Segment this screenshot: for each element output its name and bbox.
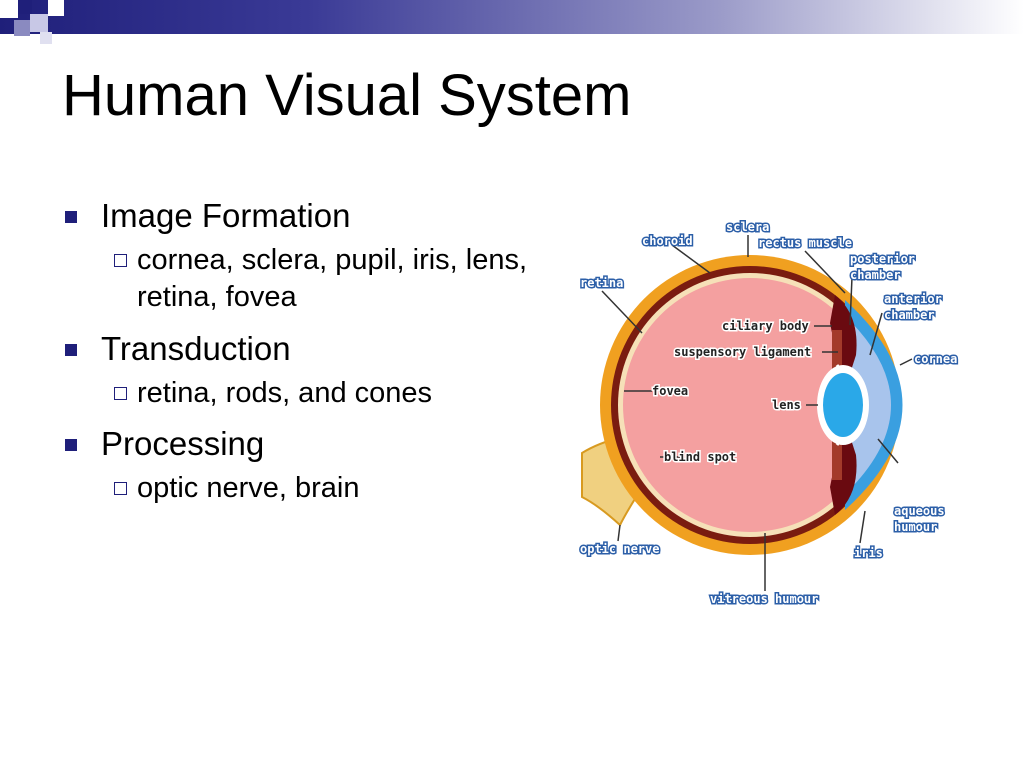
square-bullet-icon	[65, 343, 77, 356]
vitreous-humour-shape	[623, 278, 877, 532]
sub-bullet-text: cornea, sclera, pupil, iris, lens, retin…	[137, 243, 528, 314]
label-lens: lens	[772, 398, 801, 412]
title-bar-gradient	[0, 0, 1024, 34]
iris-lower-shape	[830, 430, 857, 515]
corner-squares-decoration	[0, 0, 64, 44]
label-aqueous-1: aqueous	[894, 504, 945, 518]
label-suspensory-ligament: suspensory ligament	[674, 345, 811, 359]
ciliary-body-upper	[832, 330, 842, 370]
leader-line-iris	[859, 510, 866, 544]
sub-bullet-processing: optic nerve, brain	[114, 470, 532, 508]
leader-line-posterior	[849, 276, 853, 326]
label-posterior-1: posterior	[850, 252, 915, 266]
label-aqueous-2: humour	[894, 520, 937, 534]
label-retina: retina	[580, 276, 623, 290]
bullet-label: Image Formation	[101, 197, 351, 234]
leader-line-anterior	[869, 312, 883, 356]
label-rectus-muscle: rectus muscle	[758, 236, 852, 250]
slide-title: Human Visual System	[62, 63, 632, 128]
label-ciliary-body: ciliary body	[722, 319, 809, 333]
leader-line-optic	[617, 524, 621, 542]
bullet-label: Processing	[101, 425, 265, 463]
label-fovea: fovea	[652, 384, 688, 398]
hollow-square-bullet-icon	[114, 386, 127, 400]
square-bullet-icon	[65, 211, 77, 223]
square-bullet-icon	[65, 439, 77, 452]
sub-bullet-text: retina, rods, and cones	[137, 376, 433, 409]
label-cornea: cornea	[914, 352, 957, 366]
leader-line-cornea	[899, 358, 913, 366]
label-blind-spot: blind spot	[664, 450, 736, 464]
label-sclera: sclera	[726, 220, 769, 234]
leader-line-rectus	[804, 250, 846, 294]
hollow-square-bullet-icon	[114, 481, 127, 495]
leader-line-retina	[601, 290, 643, 334]
label-anterior-2: chamber	[884, 308, 935, 322]
label-optic-nerve: optic nerve	[580, 542, 659, 556]
bullet-processing: Processing	[62, 424, 532, 464]
eye-diagram: sclera choroid rectus muscle posterior c…	[579, 219, 959, 608]
bullet-list: Image Formation cornea, sclera, pupil, i…	[62, 196, 532, 520]
sub-bullet-transduction: retina, rods, and cones	[114, 375, 532, 413]
label-anterior-1: anterior	[884, 292, 942, 306]
label-posterior-2: chamber	[850, 268, 901, 282]
leader-line-aqueous	[877, 438, 899, 464]
label-iris: iris	[854, 546, 883, 560]
bullet-label: Transduction	[101, 329, 291, 367]
leader-line-choroid	[671, 244, 711, 274]
sub-bullet-image-formation: cornea, sclera, pupil, iris, lens, retin…	[114, 242, 532, 317]
label-choroid: choroid	[642, 234, 693, 248]
sub-bullet-text: optic nerve, brain	[137, 471, 360, 504]
bullet-transduction: Transduction	[62, 329, 532, 369]
bullet-image-formation: Image Formation	[62, 196, 532, 236]
ciliary-body-lower	[832, 440, 842, 480]
lens-core-shape	[823, 373, 863, 437]
label-vitreous-humour: vitreous humour	[710, 592, 818, 606]
hollow-square-bullet-icon	[114, 253, 127, 267]
